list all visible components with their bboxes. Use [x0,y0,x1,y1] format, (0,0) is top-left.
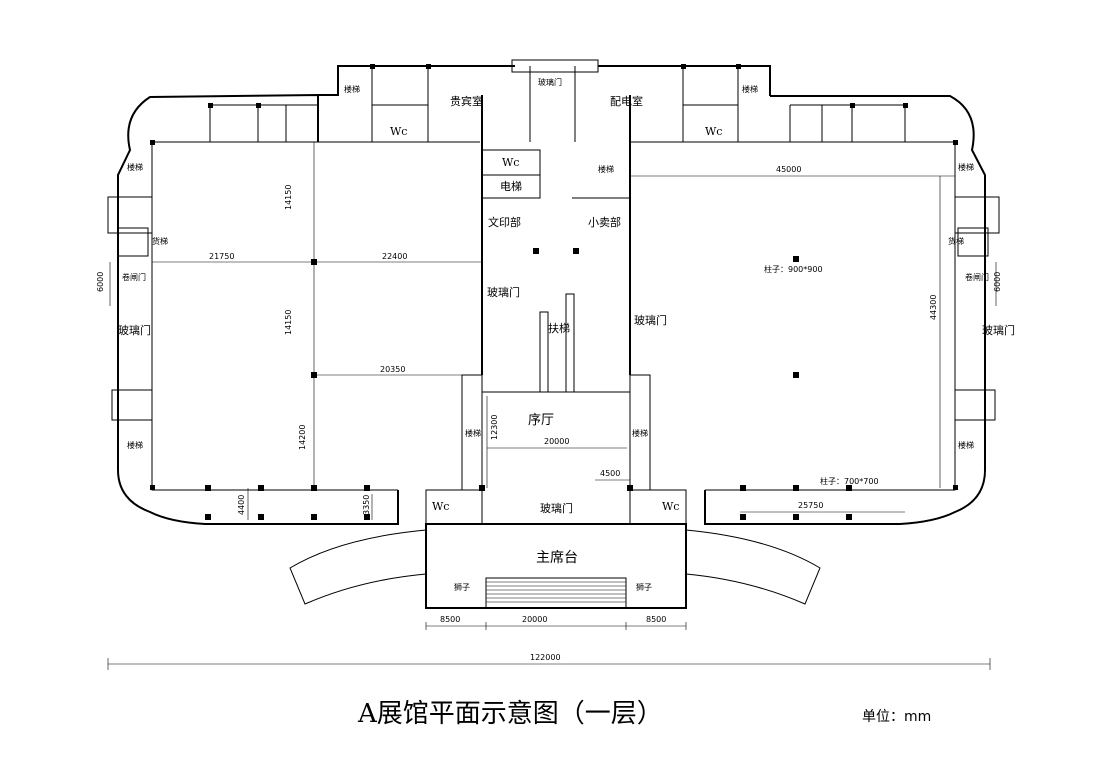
dim-12300: 12300 [490,415,499,440]
stairs-label-foyer-right: 楼梯 [632,428,648,438]
foyer-label: 序厅 [528,413,554,428]
columns [150,64,958,520]
dim-14150-b: 14150 [284,310,293,335]
glass-door-right-label: 玻璃门 [634,313,667,327]
dim-4400: 4400 [237,495,246,515]
glass-door-top-label: 玻璃门 [538,77,562,87]
stairs-label-sw: 楼梯 [127,440,143,450]
rostrum-steps [486,581,626,603]
lion-left-label: 狮子 [454,583,470,592]
dim-45000: 45000 [776,165,801,174]
stairs-label-foyer-left: 楼梯 [465,428,481,438]
glass-door-bottom-label: 玻璃门 [540,501,573,515]
stairs-label-ne: 楼梯 [958,162,974,172]
stairs-label-top-right: 楼梯 [742,84,758,94]
column-900-label: 柱子：900*900 [764,264,823,274]
dim-8500-right: 8500 [646,615,666,624]
cargo-lift-label-left: 货梯 [152,236,168,246]
dim-14200: 14200 [298,425,307,450]
dim-25750: 25750 [798,501,823,510]
wc-label-bottom-left: Wc [432,500,449,513]
dim-6000-left: 6000 [96,272,105,292]
outer-walls [107,59,1000,609]
rolling-door-label-left: 卷闸门 [122,272,146,282]
column-700-label: 柱子：700*700 [820,476,879,486]
glass-door-west-label: 玻璃门 [118,323,151,337]
dim-44300: 44300 [929,295,938,320]
escalator-label: 扶梯 [548,321,570,335]
dim-20000-foyer: 20000 [544,437,569,446]
dim-4500: 4500 [600,469,620,478]
dim-14150-a: 14150 [284,185,293,210]
power-room-label: 配电室 [610,94,643,108]
glass-door-east-label: 玻璃门 [982,323,1015,337]
vip-room-label: 贵宾室 [450,94,483,108]
rostrum-label: 主席台 [536,550,578,566]
dim-20350: 20350 [380,365,405,374]
dim-20000-rostrum: 20000 [522,615,547,624]
wc-label-corridor: Wc [502,156,519,169]
dim-22400: 22400 [382,252,407,261]
dimension-lines [107,142,997,670]
dim-21750: 21750 [209,252,234,261]
glass-door-left-label: 玻璃门 [487,285,520,299]
dim-6000-right: 6000 [993,272,1002,292]
dim-3350: 3350 [362,495,371,515]
dim-8500-left: 8500 [440,615,460,624]
stairs-label-se: 楼梯 [958,440,974,450]
rolling-door-label-right: 卷闸门 [965,272,989,282]
plan-title: A展馆平面示意图（一层） [357,699,663,729]
kiosk-label: 小卖部 [588,215,621,229]
elevator-label: 电梯 [500,180,522,193]
stairs-label-top-left: 楼梯 [344,84,360,94]
lion-right-label: 狮子 [636,583,652,592]
wc-label-top-left: Wc [390,125,407,138]
dim-122000: 122000 [530,653,561,662]
unit-label: 单位：mm [862,709,931,725]
print-shop-label: 文印部 [488,215,521,229]
cargo-lift-label-right: 货梯 [948,236,964,246]
wc-label-bottom-right: Wc [662,500,679,513]
stairs-label-nw: 楼梯 [127,162,143,172]
wc-label-top-right: Wc [705,125,722,138]
stairs-label-corridor: 楼梯 [598,164,614,174]
